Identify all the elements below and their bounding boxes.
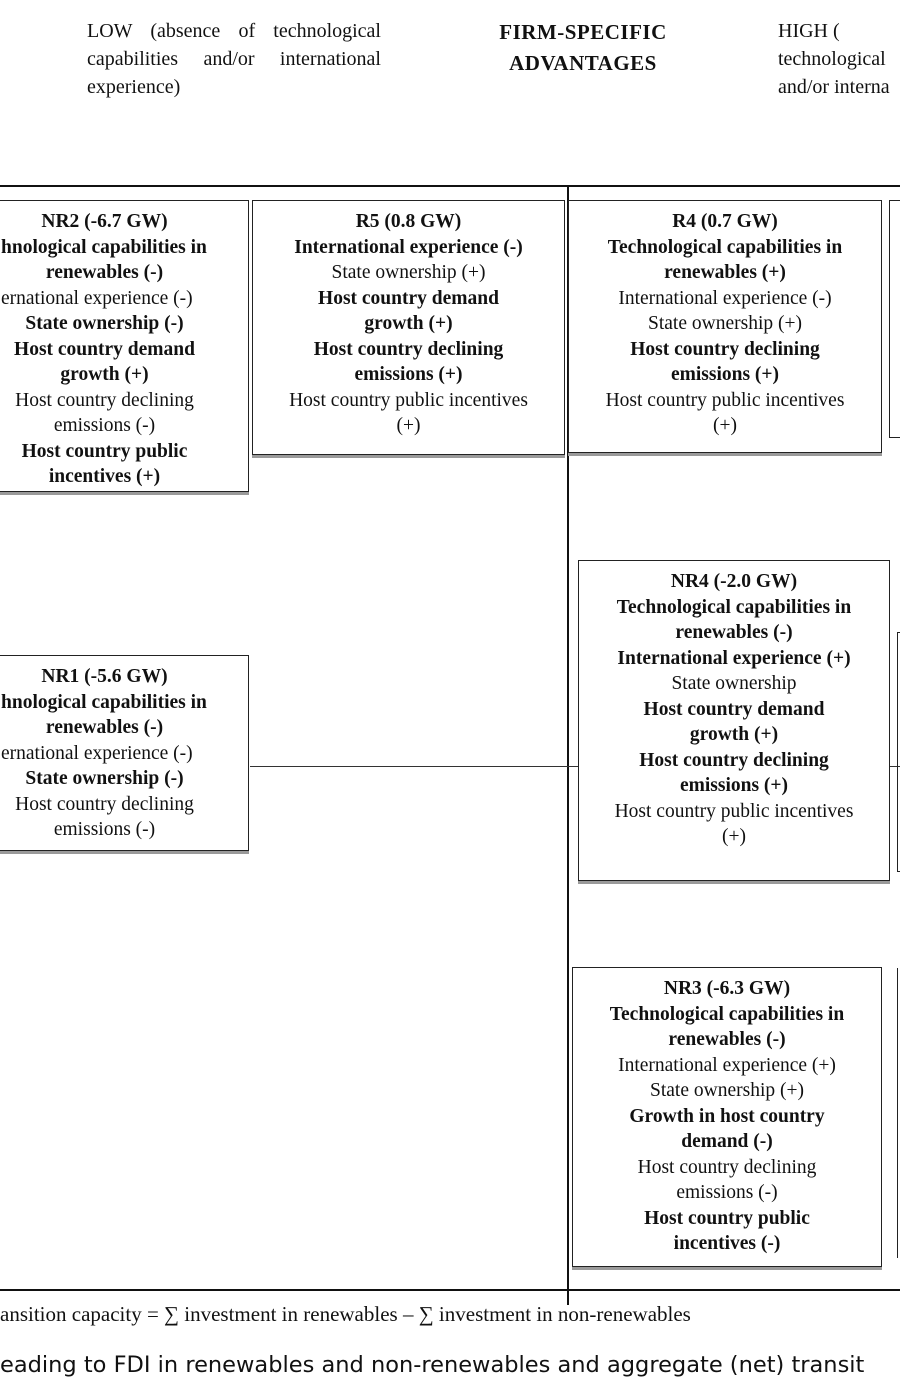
box-nr1-title: NR1 (-5.6 GW)	[41, 666, 168, 687]
partial-box-mid-right	[897, 632, 900, 872]
box-r4-line: Technological capabilities in	[607, 236, 843, 258]
box-nr2-line: renewables (-)	[45, 262, 164, 283]
box-nr4-line: State ownership	[671, 673, 797, 694]
box-r5-line: International experience (-)	[294, 236, 523, 258]
box-nr4-line: renewables (-)	[675, 622, 793, 643]
vertical-axis-line	[567, 185, 569, 1305]
box-nr2-line: ernational experience (-)	[1, 287, 193, 309]
box-nr1-line: emissions (-)	[53, 819, 156, 840]
box-r5: R5 (0.8 GW) International experience (-)…	[252, 200, 565, 455]
title-line-2: ADVANTAGES	[509, 51, 657, 75]
box-nr4-title: NR4 (-2.0 GW)	[670, 571, 798, 592]
box-nr4-line: Host country public incentives	[614, 800, 854, 822]
box-nr3-line: emissions (-)	[676, 1182, 778, 1203]
high-fsa-label: HIGH ( technological and/or interna	[778, 17, 900, 101]
box-nr4-line: Host country declining	[639, 749, 829, 771]
box-nr4-line: International experience (+)	[617, 647, 851, 669]
box-nr3-line: Host country declining	[637, 1156, 817, 1178]
box-nr3-line: Technological capabilities in	[609, 1003, 845, 1025]
top-frame-line	[0, 185, 900, 187]
high-label-line-1: HIGH (	[778, 17, 900, 45]
box-nr3-line: incentives (-)	[673, 1233, 781, 1254]
box-nr3-line: renewables (-)	[668, 1029, 786, 1050]
box-nr1-line: State ownership (-)	[25, 768, 184, 789]
box-nr1-line: renewables (-)	[45, 717, 164, 738]
box-r5-line: Host country demand	[318, 287, 499, 309]
box-nr3-line: State ownership (+)	[650, 1080, 804, 1101]
box-r4-line: Host country declining	[630, 338, 820, 360]
box-nr3-line: International experience (+)	[618, 1054, 836, 1076]
box-nr4-line: emissions (+)	[679, 775, 789, 796]
box-nr4-line: (+)	[722, 826, 746, 847]
net-capacity-formula: ansition capacity = ∑ investment in rene…	[0, 1302, 691, 1326]
box-r5-line: emissions (+)	[354, 364, 463, 385]
box-nr1: NR1 (-5.6 GW) hnological capabilities in…	[0, 655, 249, 851]
box-nr3-line: Growth in host country	[629, 1105, 825, 1127]
box-nr2-line: Host country demand	[14, 338, 195, 360]
box-nr2-line: incentives (+)	[48, 466, 161, 487]
firm-specific-advantages-title: FIRM-SPECIFIC ADVANTAGES	[468, 17, 698, 79]
box-nr1-line: Host country declining	[15, 793, 194, 815]
box-r4-title: R4 (0.7 GW)	[672, 211, 778, 232]
box-nr3-line: demand (-)	[681, 1131, 773, 1152]
box-nr2-line: emissions (-)	[53, 415, 156, 436]
box-nr2-line: State ownership (-)	[25, 313, 184, 334]
figure-caption: eading to FDI in renewables and non-rene…	[0, 1352, 865, 1378]
bottom-frame-line	[0, 1289, 900, 1291]
box-r4-line: (+)	[713, 415, 737, 436]
box-nr1-line: ernational experience (-)	[1, 742, 193, 764]
box-r4-line: International experience (-)	[618, 287, 832, 309]
box-nr3-title: NR3 (-6.3 GW)	[663, 978, 791, 999]
box-nr4-line: Host country demand	[643, 698, 825, 720]
box-nr2-line: growth (+)	[60, 364, 149, 385]
box-r5-line: Host country declining	[313, 338, 504, 360]
low-fsa-label: LOW (absence of technological capabiliti…	[87, 20, 381, 98]
partial-box-top-right	[889, 200, 900, 438]
box-nr2-line: Host country declining	[15, 389, 194, 411]
box-r4-line: renewables (+)	[664, 262, 786, 283]
box-nr2-title: NR2 (-6.7 GW)	[41, 211, 168, 232]
box-nr4-line: Technological capabilities in	[616, 596, 852, 618]
box-nr3-line: Host country public	[644, 1207, 810, 1229]
box-nr2-line: hnological capabilities in	[1, 236, 207, 258]
horizontal-axis-line	[250, 766, 900, 767]
box-r5-line: Host country public incentives	[289, 389, 528, 411]
box-nr3: NR3 (-6.3 GW) Technological capabilities…	[572, 967, 882, 1267]
box-nr2-line: Host country public	[21, 440, 188, 462]
box-r4-line: emissions (+)	[670, 364, 780, 385]
box-nr1-line: hnological capabilities in	[1, 691, 207, 713]
box-r4-line: State ownership (+)	[648, 313, 802, 334]
box-nr2: NR2 (-6.7 GW) hnological capabilities in…	[0, 200, 249, 492]
title-line-1: FIRM-SPECIFIC	[499, 20, 667, 44]
high-word: HIGH (	[778, 20, 840, 42]
partial-box-bottom-right	[897, 968, 900, 1258]
box-r5-line: (+)	[396, 415, 421, 436]
box-r5-line: State ownership (+)	[331, 262, 486, 283]
box-nr4-line: growth (+)	[689, 724, 779, 745]
box-r4: R4 (0.7 GW) Technological capabilities i…	[568, 200, 882, 453]
box-r4-line: Host country public incentives	[605, 389, 845, 411]
high-label-line-2: technological	[778, 48, 886, 70]
box-r5-title: R5 (0.8 GW)	[355, 211, 462, 232]
box-r5-line: growth (+)	[364, 313, 453, 334]
box-nr4: NR4 (-2.0 GW) Technological capabilities…	[578, 560, 890, 881]
high-label-line-3: and/or interna	[778, 76, 890, 98]
